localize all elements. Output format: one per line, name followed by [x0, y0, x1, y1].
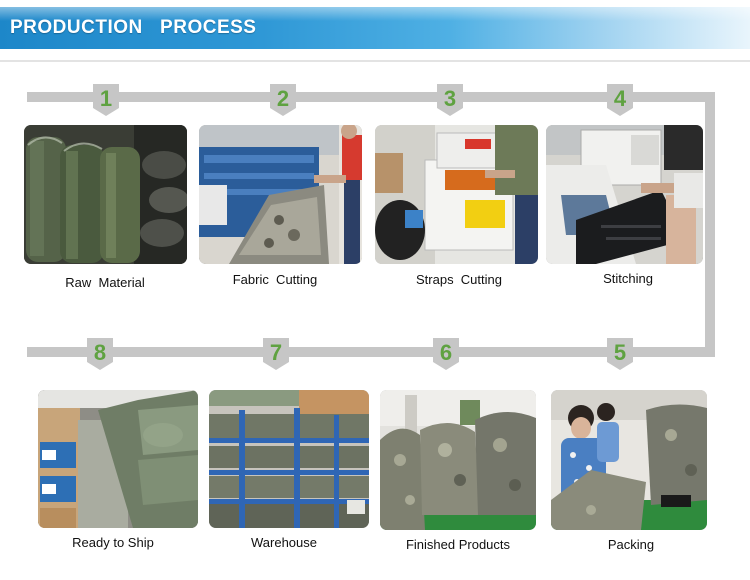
title-banner: PRODUCTION PROCESS — [0, 7, 750, 49]
step-marker-7: 7 — [263, 338, 289, 370]
step-marker-6: 6 — [433, 338, 459, 370]
raw-material-photo — [24, 125, 187, 264]
fabric-cutting-photo — [199, 125, 362, 264]
step-label-7: Warehouse — [251, 535, 317, 550]
step-number-4: 4 — [613, 86, 627, 111]
warehouse-photo — [209, 390, 369, 528]
step-marker-3: 3 — [437, 84, 463, 116]
track-top — [27, 92, 715, 102]
ready-to-ship-photo — [38, 390, 198, 528]
step-number-8: 8 — [93, 340, 107, 365]
step-marker-5: 5 — [607, 338, 633, 370]
step-label-8: Ready to Ship — [72, 535, 154, 550]
step-number-7: 7 — [269, 340, 283, 365]
step-marker-4: 4 — [607, 84, 633, 116]
header-divider — [0, 60, 750, 62]
step-label-6: Finished Products — [405, 537, 511, 552]
stitching-photo — [546, 125, 703, 264]
step-marker-1: 1 — [93, 84, 119, 116]
step-marker-2: 2 — [270, 84, 296, 116]
step-marker-8: 8 — [87, 338, 113, 370]
packing-photo — [551, 390, 707, 530]
step-label-5: Packing — [607, 537, 655, 552]
step-number-1: 1 — [99, 86, 113, 111]
step-number-3: 3 — [443, 86, 457, 111]
step-number-2: 2 — [276, 86, 290, 111]
track-right — [705, 92, 715, 357]
finished-products-photo — [380, 390, 536, 530]
step-label-2: Fabric Cutting — [232, 272, 318, 287]
header: PRODUCTION PROCESS — [0, 0, 750, 62]
step-number-6: 6 — [439, 340, 453, 365]
step-number-5: 5 — [613, 340, 627, 365]
step-label-1: Raw Material — [65, 275, 145, 290]
step-label-4: Stitching — [603, 271, 653, 286]
straps-cutting-photo — [375, 125, 538, 264]
page-title: PRODUCTION PROCESS — [10, 17, 257, 38]
step-label-3: Straps Cutting — [416, 272, 502, 287]
track-bottom — [27, 347, 715, 357]
